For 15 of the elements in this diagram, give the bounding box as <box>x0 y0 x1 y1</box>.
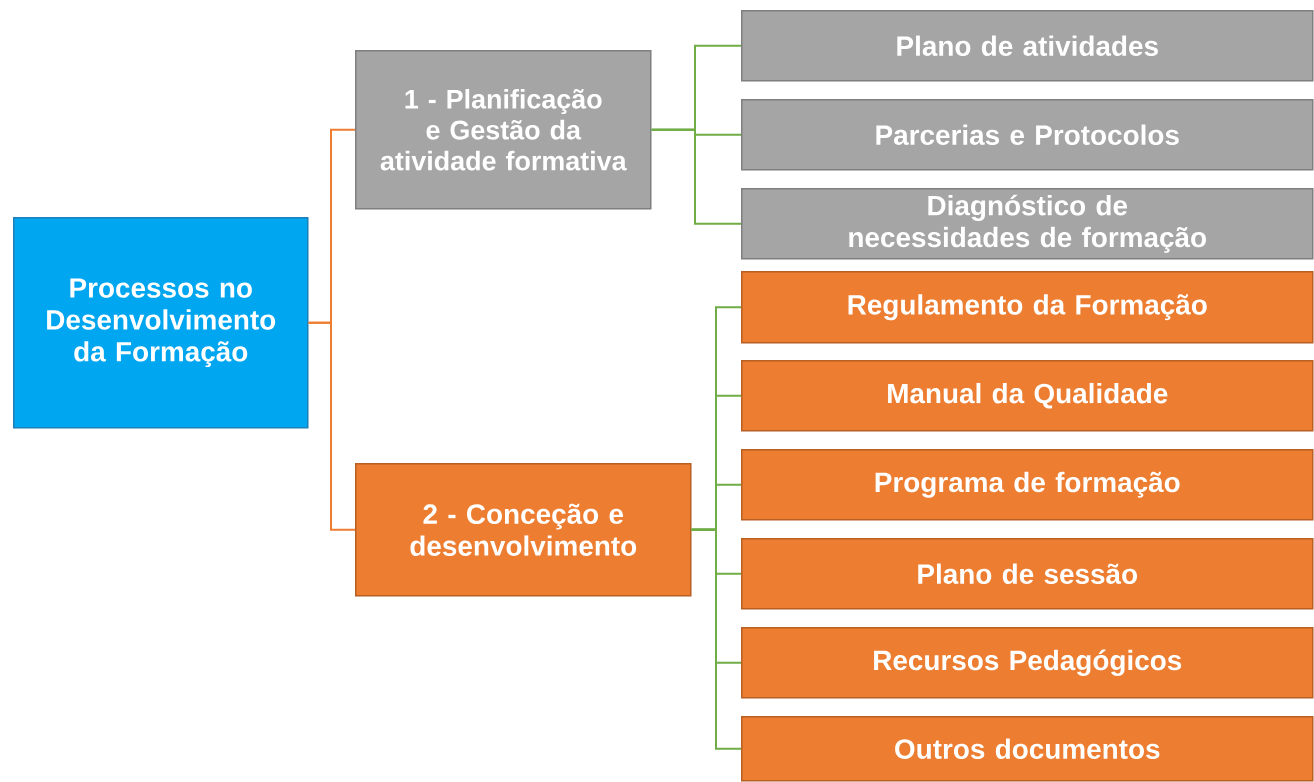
connector <box>690 528 742 750</box>
connector <box>650 128 742 225</box>
process-box: 2 - Conceção e desenvolvimento <box>355 463 692 597</box>
item-box: Regulamento da Formação <box>741 271 1314 344</box>
item-box: Recursos Pedagógicos <box>741 627 1314 699</box>
process-box: 1 - Planificação e Gestão da atividade formativa <box>355 50 652 210</box>
item-box: Plano de sessão <box>741 538 1314 610</box>
item-box: Programa de formação <box>741 449 1314 521</box>
item-box: Plano de atividades <box>741 10 1314 82</box>
item-box: Manual da Qualidade <box>741 360 1314 432</box>
topic-box: Processos no Desenvolvimento da Formação <box>13 217 309 429</box>
item-box: Parcerias e Protocolos <box>741 99 1314 171</box>
item-box: Diagnóstico de necessidades de formação <box>741 188 1314 260</box>
connector <box>307 321 356 531</box>
item-box: Outros documentos <box>741 716 1314 782</box>
